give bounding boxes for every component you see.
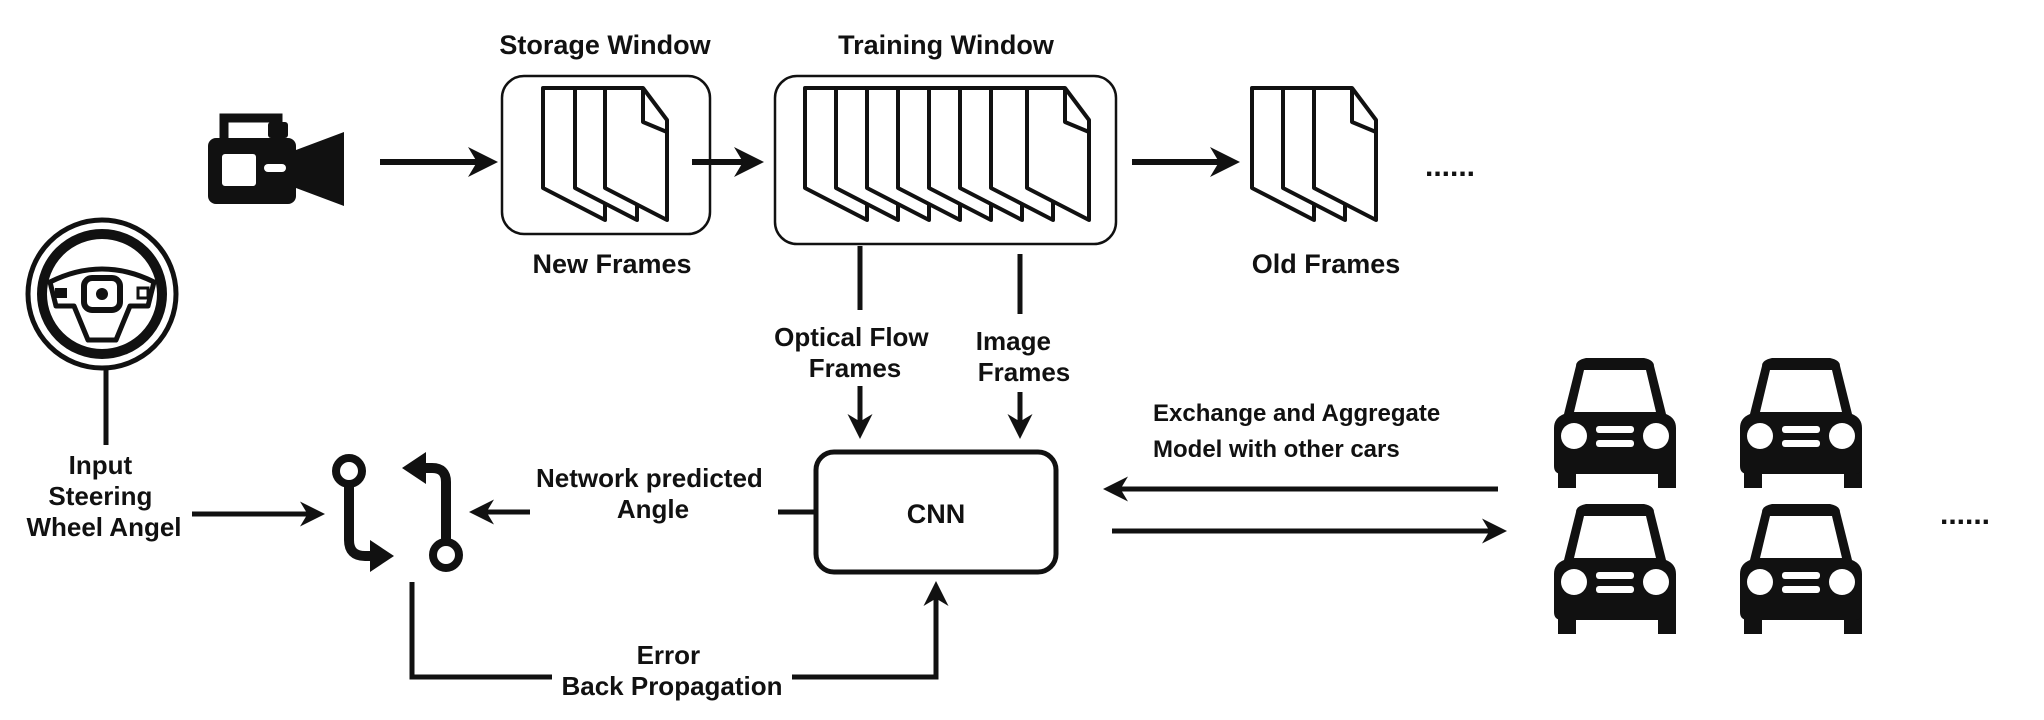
training-window-title: Training Window [838,30,1055,60]
image-frames-label: Image Frames [976,326,1070,387]
network-predicted-label: Network predicted Angle [536,463,770,524]
error-backprop-label: Error Back Propagation [561,640,782,701]
cars-ellipsis: ...... [1940,498,1990,531]
compare-arrows-icon [332,452,463,572]
network-predicted-label-line1: Network predicted [536,463,763,493]
input-steering-label-line1: Input [69,450,133,480]
optical-flow-label-line2: Frames [809,353,902,383]
error-loop-right [792,581,949,680]
old-frames-label: Old Frames [1252,249,1401,279]
steering-wheel-icon [25,217,179,371]
frames-ellipsis: ...... [1425,150,1475,183]
other-cars-group [1554,358,1862,634]
training-window-frames [803,86,1091,222]
input-steering-label-line3: Wheel Angel [26,512,181,542]
cnn-box [813,449,1059,575]
error-backprop-label-line2: Back Propagation [561,671,782,701]
video-camera-icon [208,113,344,206]
image-frames-label-line1: Image [976,326,1051,356]
car-icon [1740,358,1862,488]
car-icon [1740,504,1862,634]
input-steering-label: Input Steering Wheel Angel [26,450,181,542]
optical-flow-label-line1: Optical Flow [774,322,929,352]
cnn-label: CNN [907,499,966,529]
optical-flow-label: Optical Flow Frames [774,322,936,383]
exchange-aggregate-label-line1: Exchange and Aggregate [1153,400,1440,427]
image-frames-label-line2: Frames [978,357,1071,387]
exchange-aggregate-label-line2: Model with other cars [1153,436,1400,463]
old-frames-stack [1250,86,1378,222]
exchange-aggregate-label: Exchange and Aggregate Model with other … [1153,400,1447,463]
error-loop-left [409,582,552,680]
storage-window-title: Storage Window [499,30,711,60]
car-icon [1554,358,1676,488]
input-steering-label-line2: Steering [48,481,152,511]
network-predicted-label-line2: Angle [617,494,689,524]
car-icon [1554,504,1676,634]
error-backprop-label-line1: Error [637,640,701,670]
new-frames-label: New Frames [532,249,691,279]
